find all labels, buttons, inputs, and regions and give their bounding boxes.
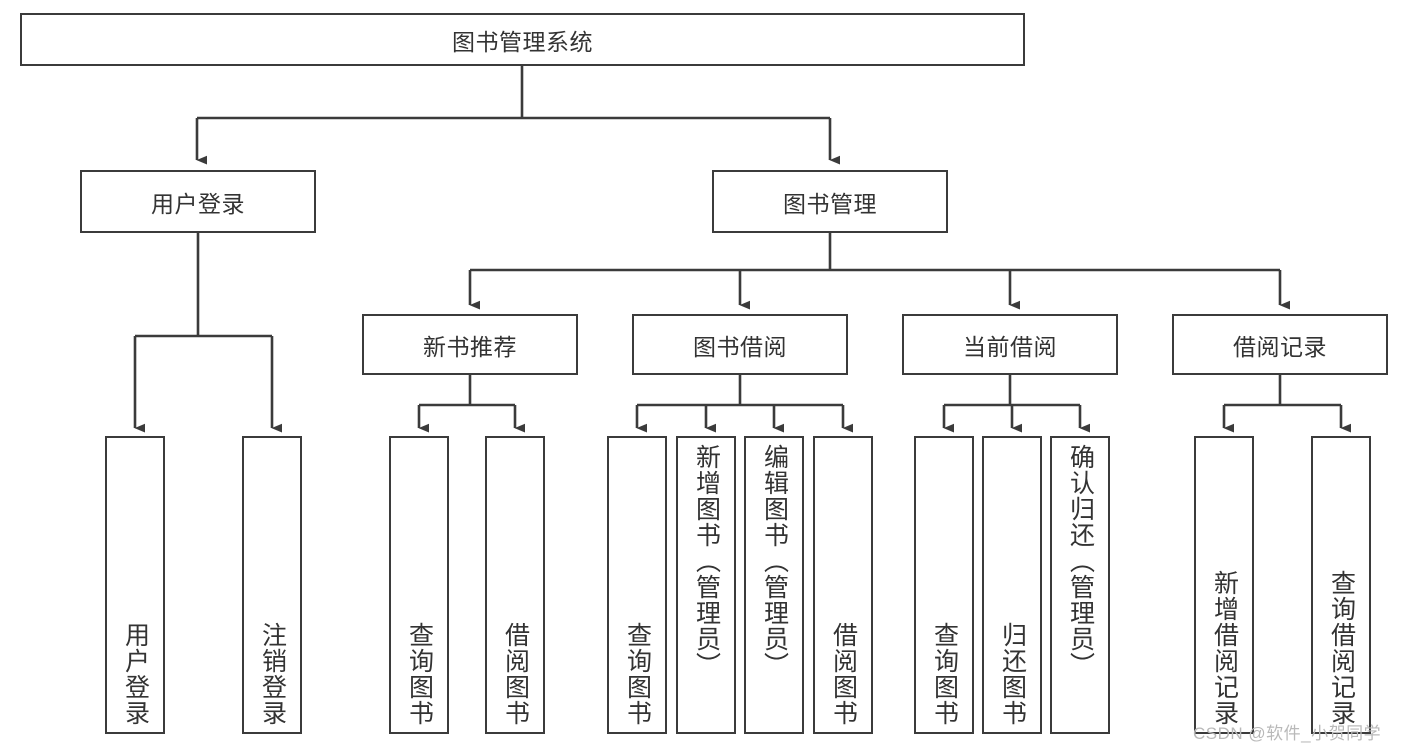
leaf-user-login[interactable]: 用户登录 (105, 436, 165, 734)
leaf-borrow-book-recommend[interactable]: 借阅图书 (485, 436, 545, 734)
leaf-query-book-recommend[interactable]: 查询图书 (389, 436, 449, 734)
node-book-borrow[interactable]: 图书借阅 (632, 314, 848, 375)
node-label: 用户登录 (151, 190, 245, 217)
leaf-edit-book-admin[interactable]: 编辑图书（管理员） (744, 436, 804, 734)
node-root-book-management-system[interactable]: 图书管理系统 (20, 13, 1025, 66)
node-label: 查询图书 (405, 622, 434, 726)
csdn-watermark: CSDN @软件_小贺同学 (1193, 724, 1382, 743)
leaf-query-book-borrow[interactable]: 查询图书 (607, 436, 667, 734)
node-label: 当前借阅 (963, 333, 1057, 360)
node-label: 查询借阅记录 (1327, 570, 1356, 726)
node-label: 新增借阅记录 (1210, 570, 1239, 726)
node-label: 编辑图书（管理员） (760, 444, 789, 678)
node-label: 查询图书 (930, 622, 959, 726)
node-label: 图书管理系统 (452, 28, 593, 55)
node-label: 借阅记录 (1233, 333, 1327, 360)
node-new-book-recommend[interactable]: 新书推荐 (362, 314, 578, 375)
leaf-borrow-book[interactable]: 借阅图书 (813, 436, 873, 734)
leaf-logout[interactable]: 注销登录 (242, 436, 302, 734)
node-label: 新增图书（管理员） (692, 444, 721, 678)
node-label: 确认归还（管理员） (1066, 444, 1095, 678)
node-label: 图书管理 (783, 190, 877, 217)
node-book-management[interactable]: 图书管理 (712, 170, 948, 233)
node-label: 注销登录 (258, 622, 287, 726)
node-borrow-record[interactable]: 借阅记录 (1172, 314, 1388, 375)
leaf-add-borrow-record[interactable]: 新增借阅记录 (1194, 436, 1254, 734)
node-label: 借阅图书 (829, 622, 858, 726)
leaf-add-book-admin[interactable]: 新增图书（管理员） (676, 436, 736, 734)
node-label: 查询图书 (623, 622, 652, 726)
leaf-return-book[interactable]: 归还图书 (982, 436, 1042, 734)
node-label: 新书推荐 (423, 333, 517, 360)
node-label: 用户登录 (121, 622, 150, 726)
node-user-login[interactable]: 用户登录 (80, 170, 316, 233)
leaf-query-borrow-record[interactable]: 查询借阅记录 (1311, 436, 1371, 734)
node-label: 借阅图书 (501, 622, 530, 726)
leaf-query-book-current[interactable]: 查询图书 (914, 436, 974, 734)
leaf-confirm-return-admin[interactable]: 确认归还（管理员） (1050, 436, 1110, 734)
node-current-borrow[interactable]: 当前借阅 (902, 314, 1118, 375)
node-label: 图书借阅 (693, 333, 787, 360)
node-label: 归还图书 (998, 622, 1027, 726)
